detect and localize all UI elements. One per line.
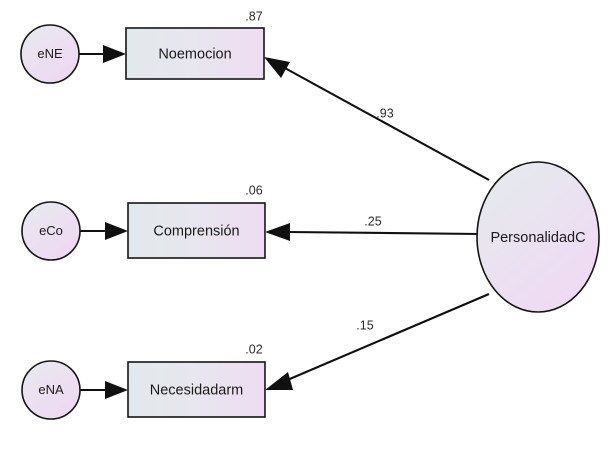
path-eco-comprension: [80, 222, 128, 240]
path-ene-noemocion: [79, 45, 126, 63]
arrow-head-ena: [105, 381, 128, 399]
latent-label-personalidadc: PersonalidadC: [490, 230, 585, 246]
observed-label-noemocion: Noemocion: [158, 46, 231, 62]
path-personalidadc-comprension: .25: [265, 214, 481, 241]
error-circle-ene[interactable]: [20, 24, 80, 84]
r2-label-comprension: .06: [245, 183, 262, 197]
path-personalidadc-necesidadarm: .15: [265, 293, 490, 390]
observed-label-comprension: Comprensión: [153, 223, 239, 239]
coefficient-label-necesidadarm: .15: [356, 318, 373, 332]
observed-box-noemocion[interactable]: [125, 27, 265, 80]
observed-variable-comprension[interactable]: Comprensión: [127, 202, 266, 259]
error-term-eco[interactable]: eCo: [21, 201, 81, 261]
path-line-noemocion: [282, 66, 490, 181]
arrow-head-noemocion: [264, 57, 290, 78]
arrow-head-ene: [103, 45, 126, 63]
error-term-ena[interactable]: eNA: [21, 360, 81, 420]
error-circle-ena[interactable]: [21, 360, 81, 420]
path-personalidadc-noemocion: .93: [264, 57, 490, 181]
arrow-head-comprension: [265, 223, 290, 241]
path-line-comprension: [287, 230, 481, 236]
error-term-ene[interactable]: eNE: [20, 24, 80, 84]
observed-box-necesidadarm[interactable]: [127, 361, 266, 418]
arrow-head-necesidadarm: [265, 372, 293, 390]
observed-box-comprension[interactable]: [127, 202, 266, 259]
observed-variable-necesidadarm[interactable]: Necesidadarm: [127, 361, 266, 418]
latent-variable-personalidadc[interactable]: PersonalidadC: [476, 161, 600, 313]
error-label-ene: eNE: [37, 46, 63, 61]
r2-label-noemocion: .87: [245, 9, 262, 23]
path-ena-necesidadarm: [80, 381, 128, 399]
error-label-ena: eNA: [38, 382, 64, 397]
path-line-necesidadarm: [284, 293, 490, 382]
arrow-head-eco: [105, 222, 128, 240]
coefficient-label-comprension: .25: [364, 214, 381, 228]
error-circle-eco[interactable]: [21, 201, 81, 261]
observed-variable-noemocion[interactable]: Noemocion: [125, 27, 265, 80]
error-label-eco: eCo: [39, 223, 63, 238]
latent-ellipse-personalidadc[interactable]: [476, 161, 600, 313]
coefficient-label-noemocion: .93: [376, 106, 393, 120]
r2-label-necesidadarm: .02: [245, 342, 262, 356]
observed-label-necesidadarm: Necesidadarm: [150, 382, 244, 398]
